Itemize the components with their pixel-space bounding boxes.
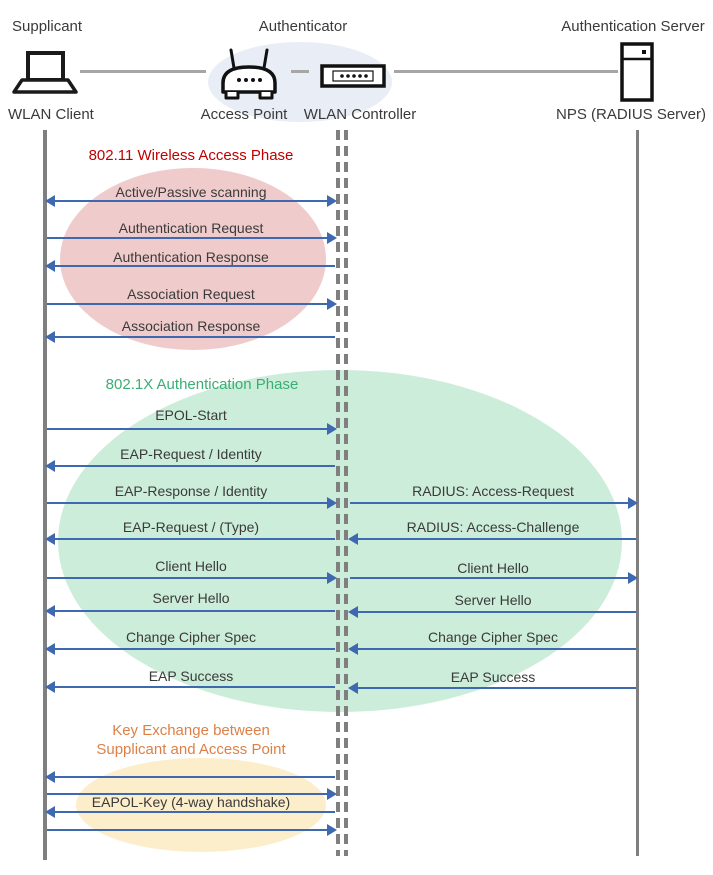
- msg-eapol-key-arrow-4: [47, 824, 337, 836]
- msg-eap-success-left-arrow: [45, 681, 335, 693]
- msg-client-hello-right-label: Client Hello: [457, 560, 529, 576]
- phase1-ellipse: [60, 168, 326, 350]
- lifeline-radius-server: [636, 130, 639, 856]
- msg-authentication-request-label: Authentication Request: [118, 220, 264, 236]
- connector-line: [80, 70, 206, 73]
- connector-line: [394, 70, 618, 73]
- arrowhead-left-icon: [45, 643, 55, 655]
- msg-authentication-request-arrow: [47, 232, 337, 244]
- arrowhead-right-icon: [327, 298, 337, 310]
- node-label-nps-radius-server: NPS (RADIUS Server): [555, 106, 707, 123]
- arrowhead-left-icon: [348, 643, 358, 655]
- msg-eap-success-right-label: EAP Success: [450, 669, 536, 685]
- msg-epol-start-arrow: [47, 423, 337, 435]
- arrowhead-left-icon: [45, 260, 55, 272]
- msg-association-response-arrow: [45, 331, 335, 343]
- msg-authentication-response-label: Authentication Response: [113, 249, 269, 265]
- arrowhead-left-icon: [348, 606, 358, 618]
- laptop-icon: [12, 50, 78, 101]
- arrowhead-right-icon: [327, 497, 337, 509]
- arrowhead-right-icon: [327, 824, 337, 836]
- role-supplicant: Supplicant: [12, 18, 83, 35]
- msg-client-hello-left-label: Client Hello: [155, 558, 227, 574]
- msg-server-hello-right-label: Server Hello: [454, 592, 532, 608]
- msg-eapol-key-arrow-2: [47, 788, 337, 800]
- arrowhead-left-icon: [45, 460, 55, 472]
- msg-active-passive-scanning-arrow: [45, 195, 337, 207]
- lifeline-wlan-controller-dash-1: [336, 130, 340, 856]
- access-point-icon: [218, 48, 280, 107]
- arrowhead-left-icon: [45, 331, 55, 343]
- msg-association-request-label: Association Request: [127, 286, 255, 302]
- msg-radius-access-request-arrow: [350, 497, 638, 509]
- arrowhead-left-icon: [45, 533, 55, 545]
- node-label-wlan-client: WLAN Client: [8, 106, 94, 123]
- phase3-title: Key Exchange between Supplicant and Acce…: [96, 722, 286, 758]
- msg-change-cipher-spec-right-arrow: [348, 643, 636, 655]
- msg-authentication-response-arrow: [45, 260, 335, 272]
- arrowhead-left-icon: [45, 806, 55, 818]
- msg-server-hello-left-arrow: [45, 605, 335, 617]
- phase2-ellipse: [58, 370, 622, 712]
- lifeline-wlan-controller-dash-2: [344, 130, 348, 856]
- msg-server-hello-right-arrow: [348, 606, 636, 618]
- arrowhead-left-icon: [45, 681, 55, 693]
- msg-client-hello-right-arrow: [350, 572, 638, 584]
- arrowhead-left-icon: [348, 682, 358, 694]
- msg-eap-request-identity-arrow: [45, 460, 335, 472]
- msg-eap-response-identity-arrow: [47, 497, 337, 509]
- msg-eap-response-identity-label: EAP-Response / Identity: [114, 483, 268, 499]
- wlan-controller-icon: [320, 64, 386, 93]
- lifeline-wlan-client: [43, 130, 47, 860]
- connector-line: [291, 70, 309, 73]
- arrowhead-right-icon: [628, 572, 638, 584]
- arrowhead-left-icon: [45, 771, 55, 783]
- msg-change-cipher-spec-left-label: Change Cipher Spec: [126, 629, 256, 645]
- arrowhead-right-icon: [628, 497, 638, 509]
- msg-eap-success-left-label: EAP Success: [148, 668, 234, 684]
- msg-radius-access-challenge-label: RADIUS: Access-Challenge: [406, 519, 580, 535]
- arrowhead-right-icon: [327, 423, 337, 435]
- msg-association-request-arrow: [47, 298, 337, 310]
- msg-epol-start-label: EPOL-Start: [155, 407, 227, 423]
- phase3-ellipse: [76, 758, 326, 852]
- arrowhead-right-icon: [327, 572, 337, 584]
- msg-eapol-key-arrow-1: [45, 771, 335, 783]
- role-authenticator: Authenticator: [258, 18, 348, 35]
- arrowhead-right-icon: [327, 232, 337, 244]
- msg-eap-request-type-label: EAP-Request / (Type): [122, 519, 260, 535]
- arrowhead-right-icon: [327, 788, 337, 800]
- arrowhead-left-icon: [45, 195, 55, 207]
- node-label-access-point: Access Point: [200, 106, 288, 123]
- msg-eap-request-identity-label: EAP-Request / Identity: [120, 446, 262, 462]
- msg-eapol-key-arrow-3: [45, 806, 335, 818]
- msg-change-cipher-spec-left-arrow: [45, 643, 335, 655]
- role-authentication-server: Authentication Server: [561, 18, 705, 35]
- msg-eap-success-right-arrow: [348, 682, 636, 694]
- phase1-title: 802.11 Wireless Access Phase: [88, 147, 294, 164]
- phase2-title: 802.1X Authentication Phase: [105, 376, 299, 393]
- msg-server-hello-left-label: Server Hello: [152, 590, 230, 606]
- arrowhead-left-icon: [45, 605, 55, 617]
- server-icon: [620, 42, 654, 107]
- node-label-wlan-controller: WLAN Controller: [303, 106, 417, 123]
- msg-change-cipher-spec-right-label: Change Cipher Spec: [428, 629, 558, 645]
- msg-active-passive-scanning-label: Active/Passive scanning: [115, 184, 267, 200]
- msg-association-response-label: Association Response: [121, 318, 261, 334]
- msg-radius-access-challenge-arrow: [348, 533, 636, 545]
- arrowhead-right-icon: [327, 195, 337, 207]
- arrowhead-left-icon: [348, 533, 358, 545]
- msg-eap-request-type-arrow: [45, 533, 335, 545]
- msg-eapol-key-label: EAPOL-Key (4-way handshake): [91, 794, 291, 810]
- msg-client-hello-left-arrow: [47, 572, 337, 584]
- msg-radius-access-request-label: RADIUS: Access-Request: [412, 483, 574, 499]
